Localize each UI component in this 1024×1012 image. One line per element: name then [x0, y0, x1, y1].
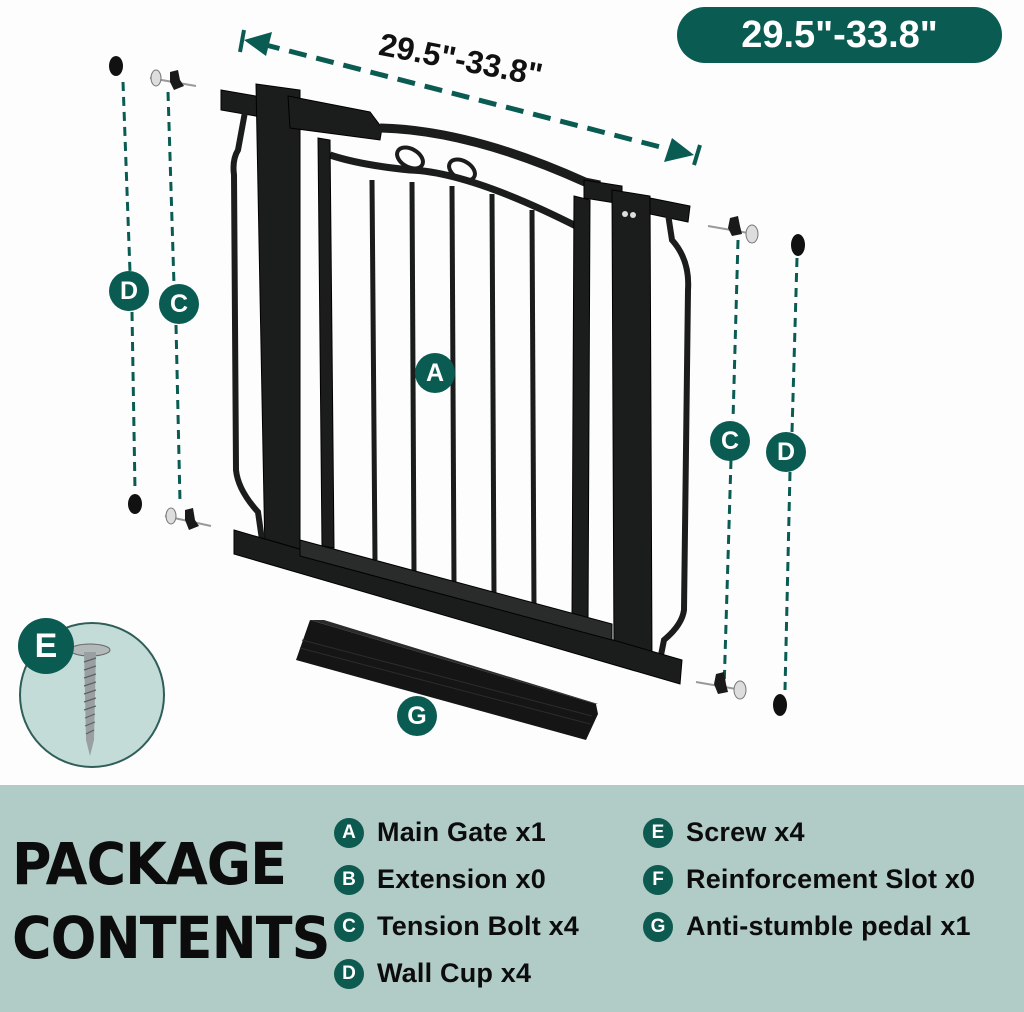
callout-tension-bolt-left: C	[159, 284, 199, 324]
arrow-left-head	[244, 32, 272, 56]
arrow-right-head	[664, 138, 694, 162]
contents-list-column-1: A Main Gate x1 B Extension x0 C Tension …	[334, 809, 579, 997]
callout-wall-cup-right: D	[766, 432, 806, 472]
letter-badge-icon: A	[334, 817, 364, 848]
callout-wall-cup-left: D	[109, 271, 149, 311]
letter-badge-icon: B	[334, 864, 364, 895]
letter-badge-icon: D	[334, 958, 364, 989]
letter-badge-icon: E	[643, 817, 673, 848]
gate-frame	[220, 83, 692, 685]
dimension-arrow	[238, 29, 702, 166]
letter-badge-icon: C	[334, 911, 364, 942]
callout-tension-bolt-right: C	[710, 421, 750, 461]
tension-bolts	[149, 69, 759, 700]
contents-item: A Main Gate x1	[334, 809, 579, 856]
contents-item: B Extension x0	[334, 856, 579, 903]
contents-list-column-2: E Screw x4 F Reinforcement Slot x0 G Ant…	[643, 809, 975, 950]
callout-screw: E	[18, 618, 74, 674]
contents-item: F Reinforcement Slot x0	[643, 856, 975, 903]
product-illustration-area: 29.5"-33.8" 29.5"-33.8" E A D C C D G	[18, 7, 1002, 768]
letter-badge-icon: G	[643, 911, 673, 942]
callout-main-gate: A	[415, 353, 455, 393]
package-contents-panel: PACKAGE CONTENTS A Main Gate x1 B Extens…	[0, 785, 1024, 1012]
callout-pedal: G	[397, 696, 437, 736]
gate-exploded-diagram	[67, 29, 805, 756]
contents-item: G Anti-stumble pedal x1	[643, 903, 975, 950]
contents-item: C Tension Bolt x4	[334, 903, 579, 950]
contents-item: E Screw x4	[643, 809, 975, 856]
size-range-badge: 29.5"-33.8"	[677, 7, 1002, 63]
package-contents-title: PACKAGE CONTENTS	[12, 830, 331, 972]
contents-item: D Wall Cup x4	[334, 950, 579, 997]
letter-badge-icon: F	[643, 864, 673, 895]
anti-stumble-pedal	[296, 620, 598, 740]
